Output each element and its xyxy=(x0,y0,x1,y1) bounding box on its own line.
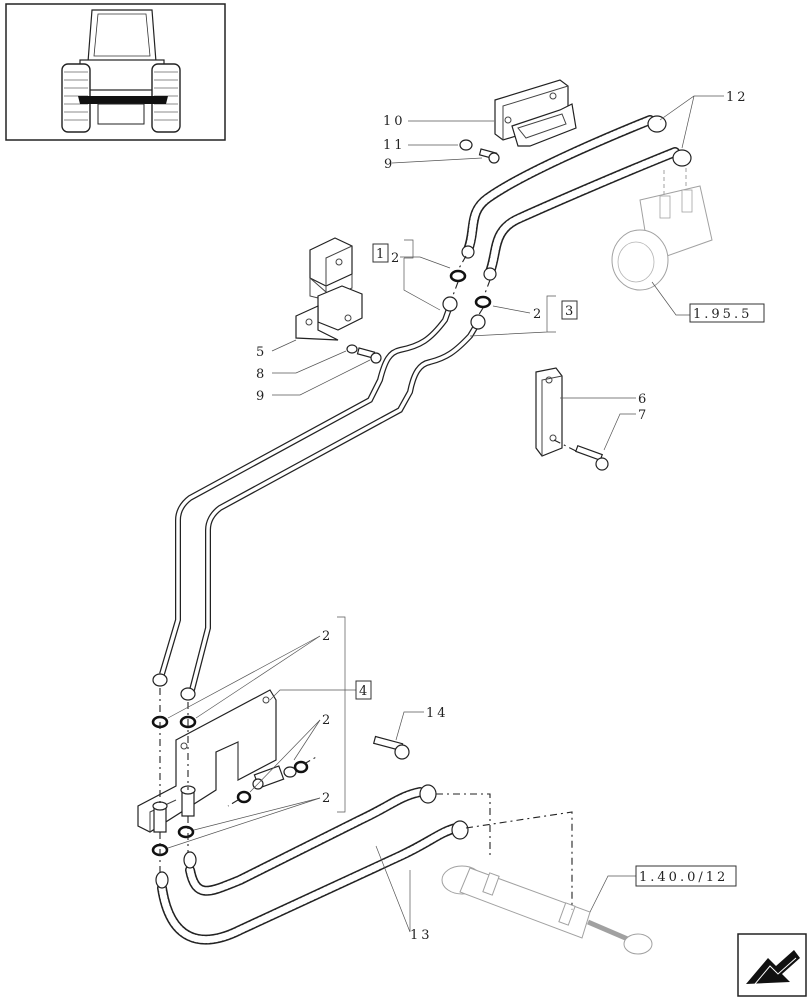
steering-unit xyxy=(611,168,713,291)
callout-5: 5 xyxy=(256,345,267,360)
callout-2-top-b: 2 xyxy=(533,307,544,322)
hose-13b xyxy=(155,820,469,945)
callout-2-lower-a: 2 xyxy=(322,629,333,644)
callout-13: 13 xyxy=(410,928,433,943)
ref-box-cylinder xyxy=(635,865,737,887)
callout-10: 10 xyxy=(383,114,406,129)
callout-box-3 xyxy=(561,300,578,320)
callout-9-top: 9 xyxy=(384,157,395,172)
group-bracket-1 xyxy=(403,239,441,311)
seal-2-top-a xyxy=(449,269,467,283)
callout-8: 8 xyxy=(256,367,267,382)
adapter-fitting xyxy=(252,765,297,790)
hose-13a xyxy=(183,784,437,896)
tractor-thumbnail-icon xyxy=(5,3,226,141)
leader-lines xyxy=(167,95,724,933)
seal-2-top-b xyxy=(474,295,492,309)
ref-steering-unit: 1.95.5 xyxy=(693,307,752,322)
callout-14: 14 xyxy=(426,706,449,721)
bolt-9-top xyxy=(478,148,500,164)
washer-8 xyxy=(346,344,358,354)
ref-cylinder: 1.40.0/12 xyxy=(639,870,728,885)
plate-6 xyxy=(535,367,563,457)
callout-4: 4 xyxy=(359,684,370,699)
hose-12a xyxy=(461,115,667,259)
seal-2-adapter-b xyxy=(236,790,252,804)
callout-9-left: 9 xyxy=(256,389,267,404)
nut-11 xyxy=(459,139,473,151)
callout-box-1 xyxy=(372,243,389,263)
bolt-14 xyxy=(372,735,410,760)
callout-11: 11 xyxy=(383,138,406,153)
callout-2-lower-c: 2 xyxy=(322,791,333,806)
hose-12b xyxy=(483,147,692,281)
ref-box-steering-unit xyxy=(689,303,765,323)
steering-cylinder xyxy=(441,865,653,955)
callout-labels: 10 11 9 12 1 2 2 3 5 8 9 6 7 1.95.5 2 4 … xyxy=(256,90,765,943)
bolt-9-left xyxy=(356,347,382,364)
seal-2-lower-c xyxy=(177,825,195,839)
callout-2-lower-b: 2 xyxy=(322,713,333,728)
rigid-pipe-1 xyxy=(152,296,458,687)
assembly-line-bolt-7 xyxy=(553,439,579,453)
group-bracket-4 xyxy=(337,616,346,813)
group-bracket-3 xyxy=(469,295,556,337)
support-bracket-5 xyxy=(295,237,363,341)
bolt-7 xyxy=(574,444,609,471)
assembly-line-cylinder xyxy=(436,793,573,910)
callout-2-top-a: 2 xyxy=(391,251,402,266)
callout-7: 7 xyxy=(638,408,649,423)
mounting-bracket-4 xyxy=(137,689,277,833)
rigid-pipe-3 xyxy=(180,314,486,701)
callout-12: 12 xyxy=(726,90,749,105)
next-page-arrow-icon[interactable] xyxy=(737,933,807,997)
callout-1: 1 xyxy=(376,247,387,262)
bracket-plate-10 xyxy=(494,79,577,147)
seal-2-adapter-a xyxy=(293,760,309,774)
callout-3: 3 xyxy=(565,304,576,319)
callout-box-4 xyxy=(355,680,372,700)
callout-6: 6 xyxy=(638,392,649,407)
assembly-line-adapter xyxy=(227,755,319,807)
